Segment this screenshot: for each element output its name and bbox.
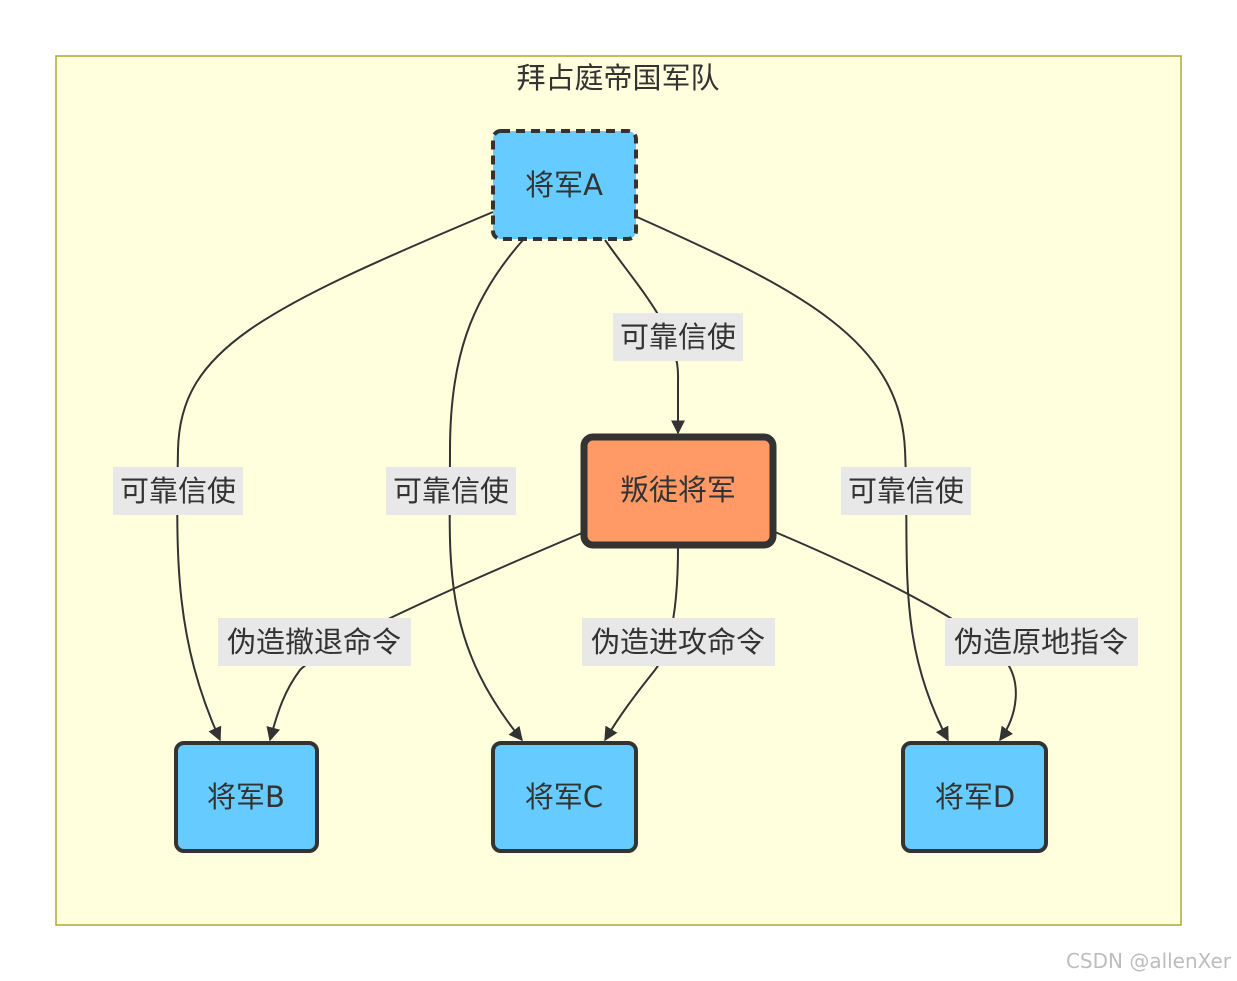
edge-label-a-to-d: 可靠信使 (848, 474, 964, 508)
edge-label-bg (113, 467, 243, 515)
edge-a-to-b (176, 211, 494, 742)
edge-label-bg (582, 618, 775, 666)
node-label: 将军C (525, 780, 603, 814)
node-box (901, 741, 1048, 853)
edge-a-to-d (636, 216, 949, 742)
node-box (580, 433, 777, 549)
node-general-c[interactable]: 将军C (491, 741, 638, 853)
node-traitor-general[interactable]: 叛徒将军 (580, 433, 777, 549)
edge-label-bg (218, 618, 411, 666)
edge-label-bg (945, 618, 1138, 666)
edge-label-bg (841, 467, 971, 515)
node-label: 将军D (935, 780, 1015, 814)
edge-label-traitor-to-d: 伪造原地指令 (954, 625, 1128, 659)
edge-label-a-to-b: 可靠信使 (120, 474, 236, 508)
edge-label-bg (386, 467, 516, 515)
node-box (174, 741, 319, 853)
edge-label-a-to-c: 可靠信使 (393, 474, 509, 508)
node-box (491, 129, 638, 241)
node-general-b[interactable]: 将军B (174, 741, 319, 853)
node-box (491, 741, 638, 853)
node-label: 将军A (525, 168, 603, 202)
edge-labels: 可靠信使 可靠信使 可靠信使 可靠信使 伪造撤退命令 伪造进攻命令 伪造原地指令 (113, 313, 1138, 666)
node-label: 叛徒将军 (620, 473, 736, 507)
edge-label-traitor-to-b: 伪造撤退命令 (227, 625, 401, 659)
edge-label-bg (613, 313, 743, 361)
edge-label-a-to-traitor: 可靠信使 (620, 320, 736, 354)
edge-label-traitor-to-c: 伪造进攻命令 (591, 625, 765, 659)
node-label: 将军B (207, 780, 285, 814)
edge-a-to-c (448, 239, 524, 742)
nodes: 将军A 叛徒将军 将军B 将军C 将军D (174, 129, 1048, 853)
node-general-a[interactable]: 将军A (491, 129, 638, 241)
watermark: CSDN @allenXer (1065, 949, 1231, 973)
node-general-d[interactable]: 将军D (901, 741, 1048, 853)
cluster-title: 拜占庭帝国军队 (516, 61, 719, 95)
edge-traitor-to-c (604, 547, 679, 742)
